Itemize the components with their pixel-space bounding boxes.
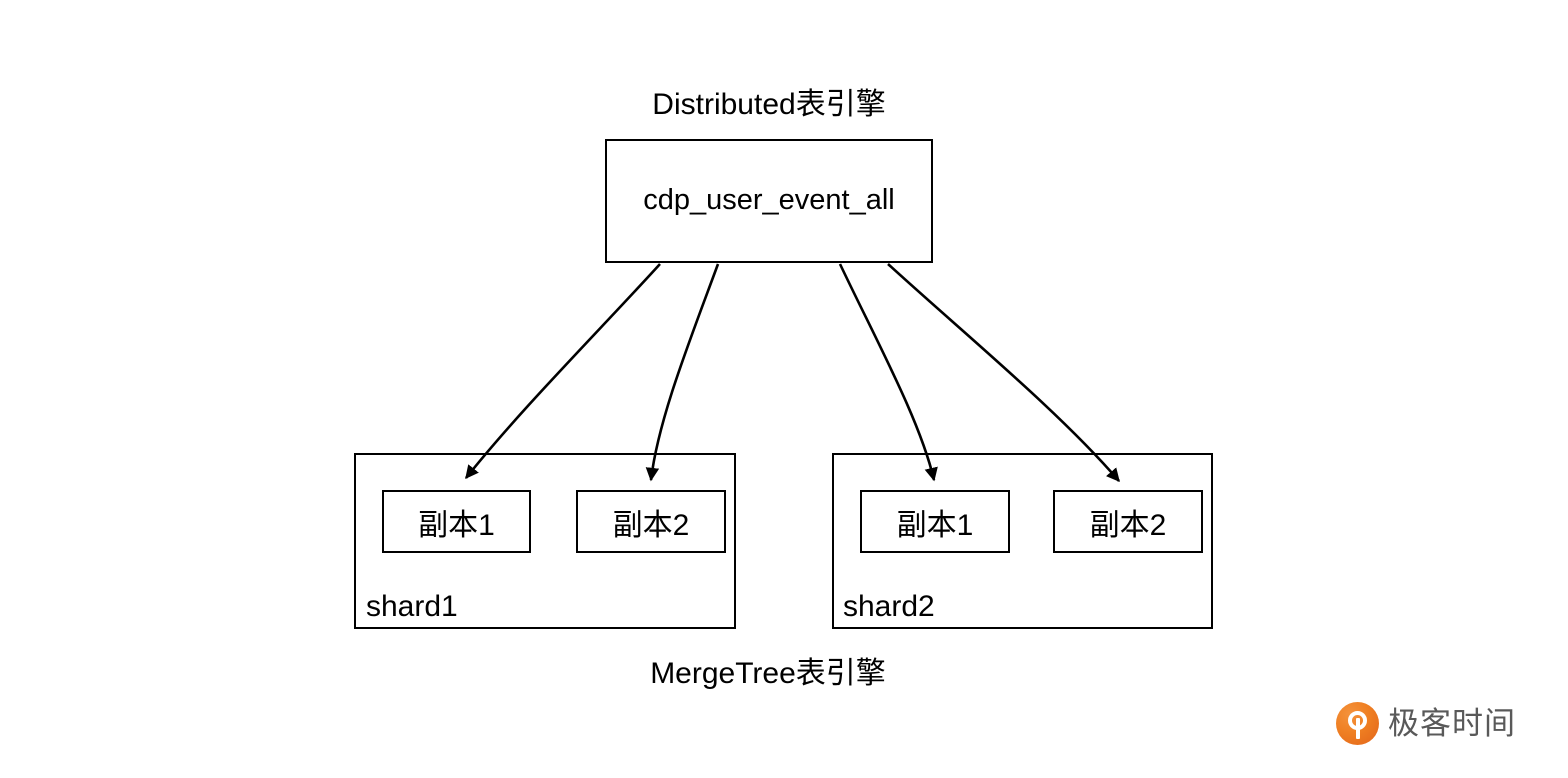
mergetree-engine-caption: MergeTree表引擎 bbox=[650, 657, 886, 690]
replica-label-shard2-replica1: 副本1 bbox=[896, 508, 974, 542]
watermark: 极客时间 bbox=[1336, 702, 1516, 745]
arrow-distributed-to-shard2-replica2 bbox=[887, 263, 1120, 483]
replica-label-shard2-replica2: 副本2 bbox=[1089, 508, 1167, 542]
distributed-table-box[interactable] bbox=[605, 139, 933, 263]
watermark-text: 极客时间 bbox=[1388, 706, 1516, 741]
shard1-label: shard1 bbox=[366, 590, 458, 623]
distributed-table-name: cdp_user_event_all bbox=[643, 184, 895, 216]
replica-label-shard1-replica1: 副本1 bbox=[418, 508, 495, 542]
arrow-distributed-to-shard2-replica1 bbox=[838, 263, 938, 482]
replica-label-shard1-replica2: 副本2 bbox=[612, 508, 690, 542]
replica-box-shard2-replica2[interactable] bbox=[1053, 490, 1203, 553]
distributed-engine-caption: Distributed表引擎 bbox=[652, 88, 886, 121]
arrow-distributed-to-shard1-replica2 bbox=[645, 263, 720, 482]
replica-box-shard1-replica2[interactable] bbox=[576, 490, 726, 553]
shard2-label: shard2 bbox=[843, 590, 935, 623]
shard-container-shard1[interactable] bbox=[354, 453, 736, 629]
replica-box-shard2-replica1[interactable] bbox=[860, 490, 1010, 553]
geektime-logo-icon bbox=[1336, 702, 1379, 745]
arrow-distributed-to-shard1-replica1 bbox=[464, 263, 661, 480]
shard-container-shard2[interactable] bbox=[832, 453, 1213, 629]
replica-box-shard1-replica1[interactable] bbox=[382, 490, 531, 553]
